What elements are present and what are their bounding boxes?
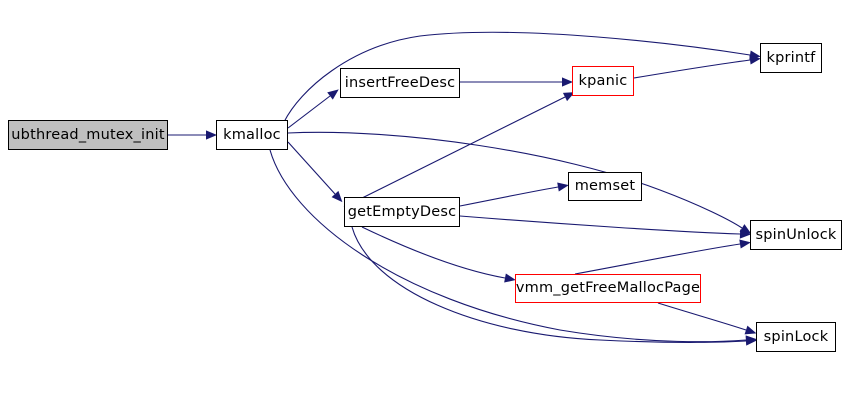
edge-kpanic-to-kprintf (633, 59, 751, 79)
node-label-spinUnlock: spinUnlock (755, 226, 837, 243)
arrowhead-insertFreeDesc-to-kpanic (562, 77, 573, 87)
edge-vmm_getFreeMallocPage-to-spinLock (657, 302, 747, 331)
node-label-kpanic: kpanic (578, 72, 628, 89)
arrowhead-group (206, 50, 761, 346)
edge-kmalloc-to-getEmptyDesc (287, 141, 336, 195)
arrowhead-getEmptyDesc-to-spinLock (745, 336, 757, 346)
node-label-memset: memset (574, 178, 636, 195)
edge-getEmptyDesc-to-spinUnlock (459, 215, 741, 235)
node-spinLock[interactable]: spinLock (756, 322, 836, 352)
node-kpanic[interactable]: kpanic (572, 66, 634, 96)
arrowhead-vmm_getFreeMallocPage-to-spinLock (744, 325, 757, 335)
node-kmalloc[interactable]: kmalloc (216, 120, 288, 150)
arrowhead-getEmptyDesc-to-kpanic (562, 92, 575, 102)
node-ubthread_mutex_init[interactable]: ubthread_mutex_init (8, 120, 168, 150)
edge-group (168, 31, 751, 343)
arrowhead-kmalloc-to-insertFreeDesc (327, 89, 339, 100)
edge-getEmptyDesc-to-spinLock (351, 226, 747, 343)
arrowhead-getEmptyDesc-to-vmm_getFreeMallocPage (504, 273, 516, 283)
node-label-getEmptyDesc: getEmptyDesc (347, 203, 457, 220)
node-label-kprintf: kprintf (766, 49, 816, 66)
edge-kmalloc-to-kprintf (283, 31, 751, 123)
edge-kmalloc-to-spinUnlock (287, 131, 743, 229)
edge-getEmptyDesc-to-kpanic (343, 96, 566, 208)
node-label-vmm_getFreeMallocPage: vmm_getFreeMallocPage (515, 280, 701, 297)
edge-getEmptyDesc-to-memset (459, 186, 559, 207)
edge-vmm_getFreeMallocPage-to-spinUnlock (574, 243, 741, 275)
arrowhead-kmalloc-to-getEmptyDesc (331, 190, 343, 203)
arrowhead-ubthread_mutex_init-to-kmalloc (206, 130, 217, 140)
arrowhead-getEmptyDesc-to-memset (557, 182, 569, 192)
node-label-spinLock: spinLock (763, 328, 829, 345)
node-vmm_getFreeMallocPage[interactable]: vmm_getFreeMallocPage (515, 274, 701, 303)
arrowhead-getEmptyDesc-to-spinUnlock (739, 229, 751, 239)
node-kprintf[interactable]: kprintf (760, 43, 822, 73)
edge-getEmptyDesc-to-vmm_getFreeMallocPage (361, 226, 506, 279)
node-insertFreeDesc[interactable]: insertFreeDesc (340, 68, 460, 98)
node-label-kmalloc: kmalloc (223, 126, 281, 143)
edge-kmalloc-to-insertFreeDesc (287, 95, 331, 129)
arrowhead-vmm_getFreeMallocPage-to-spinUnlock (739, 239, 751, 249)
edge-kmalloc-to-spinLock (269, 149, 747, 343)
node-memset[interactable]: memset (568, 172, 642, 201)
node-label-ubthread_mutex_init: ubthread_mutex_init (11, 126, 165, 143)
arrowhead-kpanic-to-kprintf (749, 55, 761, 65)
node-label-insertFreeDesc: insertFreeDesc (344, 74, 456, 91)
node-spinUnlock[interactable]: spinUnlock (750, 220, 842, 250)
node-getEmptyDesc[interactable]: getEmptyDesc (344, 197, 460, 227)
